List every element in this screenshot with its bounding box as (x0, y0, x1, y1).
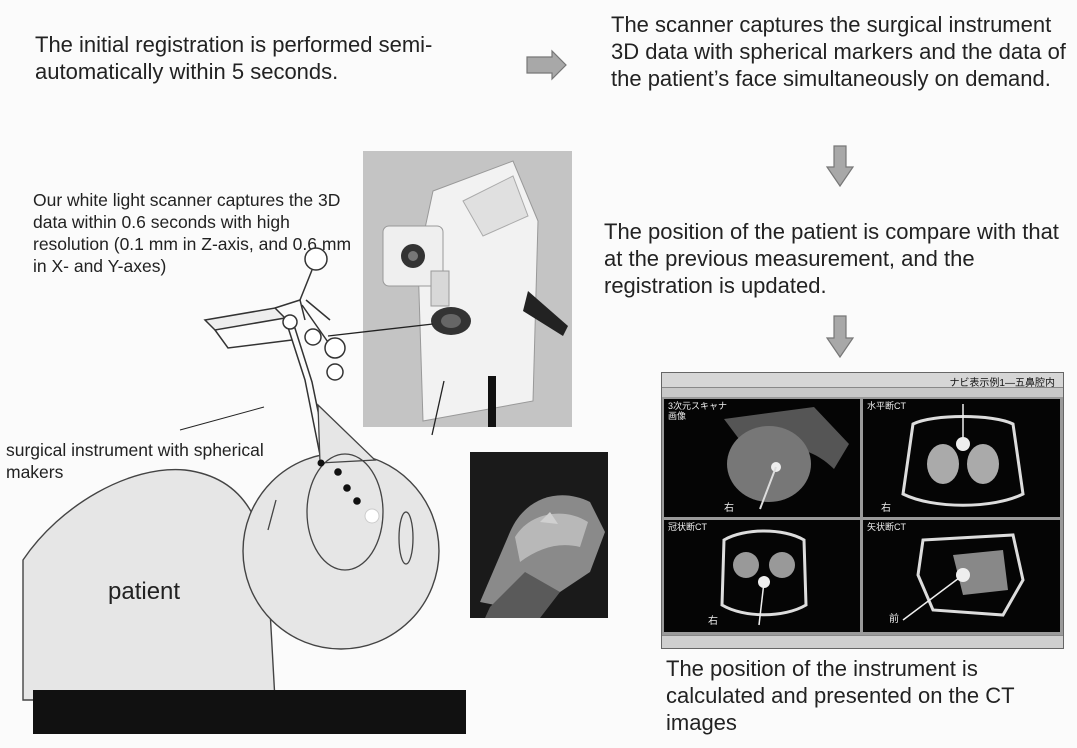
patient-label: patient (108, 578, 180, 606)
scanner-leader-line (432, 381, 444, 435)
down-arrow-icon (827, 146, 853, 186)
instrument-leader-line (180, 407, 264, 430)
right-arrow-icon (527, 51, 566, 79)
scanner-leader-line (328, 324, 433, 336)
down-arrow-icon (827, 316, 853, 357)
patient-head (243, 453, 439, 649)
marker-dot (334, 468, 342, 476)
marker-sphere (365, 509, 379, 523)
instrument-tip-dot (318, 460, 325, 467)
marker-dot (353, 497, 361, 505)
ground-bar (33, 690, 466, 734)
marker-dot (343, 484, 351, 492)
